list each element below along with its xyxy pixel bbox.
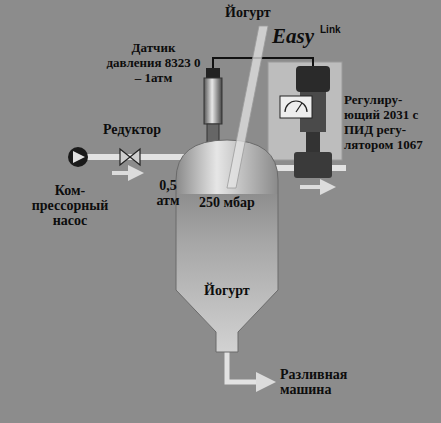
reducer-valve xyxy=(120,149,140,165)
brand-logo: Link xyxy=(320,24,341,35)
flow-arrow xyxy=(300,185,328,189)
flow-arrow xyxy=(112,171,136,175)
pump-label: Ком- прессорный насос xyxy=(25,183,115,228)
content-label: Йогурт xyxy=(204,283,250,298)
sensor-label: Датчик давления 8323 0 – 1атм xyxy=(106,40,201,85)
control-valve xyxy=(268,62,342,178)
pressure-value: 0,5 атм xyxy=(152,178,184,208)
product-label: Йогурт xyxy=(225,5,271,20)
pressure-sensor xyxy=(204,68,222,142)
brand-logo: Easy xyxy=(272,24,314,48)
signal-wire xyxy=(213,58,313,72)
reducer-label: Редуктор xyxy=(103,122,161,137)
destination-label: Разливная машина xyxy=(280,367,372,397)
compressor-pump xyxy=(68,147,88,167)
pressure-value: 250 мбар xyxy=(199,195,255,210)
regulator-label: Регулиру- ющий 2031 с ПИД регу- лятором … xyxy=(344,92,430,152)
outlet-pipe xyxy=(227,350,266,382)
tank-outline xyxy=(176,140,278,352)
tank-vessel: 250 мбарЙогурт xyxy=(176,140,278,352)
